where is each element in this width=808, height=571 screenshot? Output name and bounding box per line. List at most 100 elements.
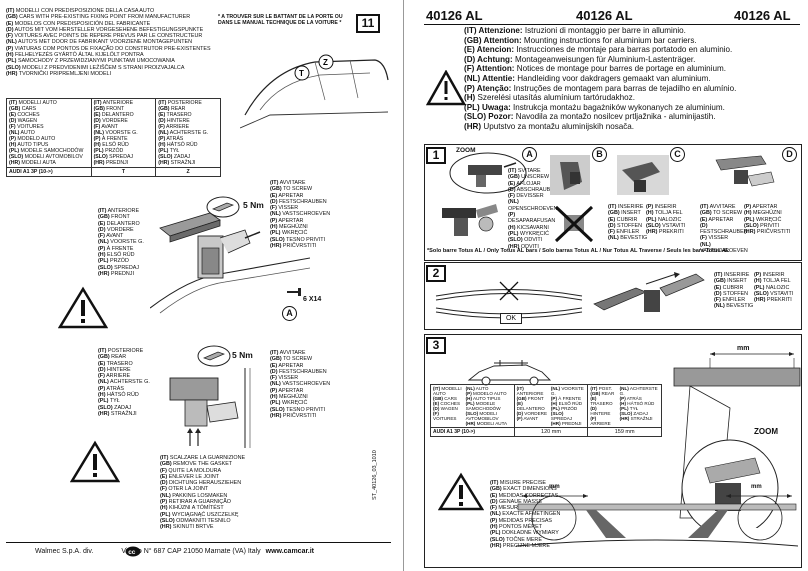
list-item-text: SKINUTI BRTVE [171,524,214,531]
step-1-label-b: B [592,147,607,162]
list-item: (D) DICHTUNG HERAUSZIEHEN [160,480,280,486]
list-item-text: REAR [169,106,186,112]
list-item: (PL) WYKRĘCIĆ [508,231,563,237]
list-item: (F) DEVISSER [508,193,563,199]
list-item-text: VORDERE [523,411,548,416]
list-item-text: COCHES [439,401,461,406]
list-item-text: ARRIERE [590,421,611,426]
list-item: (IT) MISURE PRECISE [490,480,580,486]
list-item: (IT) ANTERIORE [517,386,548,396]
language-code: (P) [160,499,168,506]
language-code: (F) [93,124,101,130]
language-code: (SLO) [270,236,285,243]
list-item-text: ACHTERSTE G. [108,379,150,386]
language-code: (E) [490,492,498,499]
language-code: (GB) [590,391,601,396]
language-code: (SLO) [646,222,661,229]
list-item: (IT) POST. [590,386,616,391]
header-rule [424,24,800,25]
language-code: (D) Achtung: [464,54,513,64]
list-item: (H) Szerelési utasítás alumínium tartóru… [464,93,799,103]
list-item-text: SPREDAJ [550,416,573,421]
list-item: (PL) WKRĘCIĆ [270,230,350,236]
list-item-text: TVORNIČKI PRIPREMLJENI MODELI [17,70,112,77]
mm-label-left: mm [549,484,560,490]
list-item: (E) TRASERO [158,112,218,118]
language-code: (NL) [465,386,475,391]
language-code: (SLO) [270,406,285,413]
list-item-text: WAGEN [439,406,458,411]
list-item-text: KICSAVARNI [515,224,549,231]
list-item: (H) AUTO TIPUS [9,142,89,148]
list-item: (P) APERTAR [270,218,350,224]
language-code: (NL) [270,211,281,218]
list-item-text: MEGHÚZNI [277,224,308,231]
list-item-text: ODVITI [522,237,543,244]
list-item-text: OPENSCHROEVEN [508,205,558,212]
list-item: (D) FESTSCHRAUBEN [270,199,350,205]
language-code: (IT) [158,100,167,106]
page-number: 11 [356,14,380,33]
list-item: (P) À FRENTE [94,136,154,142]
list-item-text: MEDIDAS PRECISAS [497,517,553,524]
list-item: (IT) MODELLI AUTO [433,386,463,396]
list-item: (F) VOITURES [9,124,89,130]
list-item-text: POST. [597,386,613,391]
list-item-text: HÁTSÓ RÚD [626,401,655,406]
list-item: (PL) DOKŁADNE WYMIARY [490,530,580,536]
list-item: (D) VORDERE [94,118,154,124]
language-code: (NL) [6,39,17,46]
list-item-text: ZADAJ [172,154,191,160]
language-code: (NL) [160,492,171,499]
list-item: (P) ATRÁS [620,396,659,401]
list-item: (F) AVANT [98,233,178,239]
list-item: (P) APERTAR [744,204,799,210]
mini-head-model: (IT) MODELLI AUTO(GB) CARS(E) COCHES(D) … [430,384,515,428]
warning-icon-4 [438,472,484,511]
list-item-text: KIHÚZNI A TÖMÍTÉST [167,505,224,512]
list-item-text: TYŁ [168,148,180,154]
list-item: (PL) PRZÓD [94,148,154,154]
list-item-text: MEGHÚZNI [277,394,308,401]
list-item-text: À FRENTE [100,136,128,142]
language-code: (H) [98,252,106,259]
screw-label-a: A [282,306,297,321]
list-item-text: POSTERIORE [106,348,144,354]
list-item-text: DEVISSER [514,193,544,200]
screw-instructions-2: (IT) AVVITARE(GB) TO SCREW(E) APRETAR(D)… [270,350,350,419]
language-code: (E) [590,396,597,401]
list-item: (NL) PAKKING LOSMAKEN [160,493,280,499]
list-item-text: AUTO TIPUS [471,396,501,401]
list-item-text: VISSER [276,375,299,382]
language-code: (GB) [270,356,282,363]
language-code: (P) [490,517,498,524]
ok-label: OK [500,313,522,324]
language-code: (F) [608,229,615,236]
list-item: (H) AUTO TIPUS [466,396,512,401]
list-item-text: ATRÁS [165,136,184,142]
step-1-label-a: A [522,147,537,162]
list-item-text: PREDNJI [104,160,129,166]
list-item-text: INSERT [619,210,641,217]
list-item-text: HÁTSÓ RÚD [165,142,198,148]
language-code: (P) [270,217,278,224]
language-code: (PL) Uwaga: [464,102,511,112]
list-item: (D) Achtung: Montageanweisungen für Alum… [464,55,799,65]
list-item: (IT) SVITARE [508,168,563,174]
list-item-text: AUTO [19,130,35,136]
list-item: (F) VISSER [270,205,350,211]
list-item: (D) AUTOS MIT VOM HERSTELLER VORGESEHENE… [6,27,206,33]
language-code: (IT) [98,208,107,214]
mm-label-top: mm [737,345,750,352]
gasket-labels: (IT) SCALZARE LA GUARNIZIONE(GB) REMOVE … [160,455,280,531]
list-item: (GB) REAR [158,106,218,112]
list-item-text: PREKRITI [657,229,684,236]
list-item-text: MODELO AUTO [471,391,507,396]
list-item: (PL) WYCIĄGNĄĆ USZCZELKĘ [160,512,280,518]
language-code: (H) [465,396,472,401]
list-item-text: DOKŁADNE WYMIARY [500,530,559,537]
language-code: (D) [700,222,708,229]
list-item-text: PONTOS MÉRET [497,524,543,531]
list-item-text: ARRIERE [164,124,190,130]
language-code: (NL) Attentie: [464,73,515,83]
